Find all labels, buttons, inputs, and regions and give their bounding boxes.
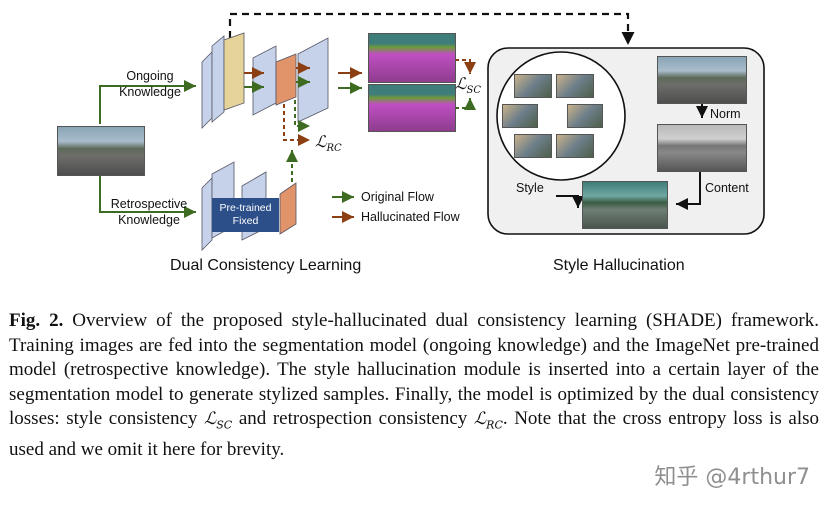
ongoing-layer-3	[297, 37, 329, 123]
style-arrow	[556, 195, 584, 208]
input-to-retro-arrow	[99, 176, 196, 218]
caption-text-3: . Note that the cross entropy loss is al…	[9, 408, 820, 460]
legend-hallucinated-label: Hallucinated Flow	[361, 210, 460, 224]
loss-rc-label: ℒRC	[315, 132, 342, 155]
seg-top-to-lsc	[455, 59, 476, 74]
pretrained-fixed-box: Pre-trained Fixed	[212, 198, 279, 232]
ongoing-layer-2	[252, 45, 297, 116]
style-thumb-4	[567, 104, 603, 128]
caption-text-1: Overview of the proposed style-hallucina…	[9, 310, 819, 429]
caption-fig-label: Fig. 2.	[9, 310, 64, 331]
norm-label: Norm	[710, 107, 741, 121]
dual-consistency-title: Dual Consistency Learning	[170, 257, 362, 274]
caption-text-2: and retrospection consistency	[232, 408, 474, 429]
ongoing-layer-1	[201, 32, 245, 129]
style-thumb-5	[514, 134, 552, 158]
caption-math-sc: ℒSC	[204, 409, 233, 432]
content-label: Content	[705, 181, 749, 195]
content-arrow	[676, 172, 701, 210]
retro-layer-3	[279, 182, 297, 235]
legend-original-label: Original Flow	[361, 190, 434, 204]
ongoing-orig-to-lrc	[294, 100, 310, 132]
content-image	[657, 56, 747, 104]
normalized-image	[657, 124, 747, 172]
input-to-ongoing-arrow	[99, 80, 196, 124]
figure-caption: Fig. 2. Overview of the proposed style-h…	[9, 309, 819, 462]
seg-bottom-to-lsc	[455, 98, 476, 110]
segmentation-output-top	[368, 33, 456, 83]
loss-sc-label: ℒSC	[455, 74, 482, 97]
stylized-output-image	[582, 181, 668, 229]
input-image	[57, 126, 145, 176]
style-label: Style	[516, 181, 544, 195]
ongoing-hallu-to-lrc	[283, 104, 310, 146]
caption-math-rc: ℒRC	[473, 409, 503, 432]
segmentation-output-bottom	[368, 84, 456, 132]
style-thumb-1	[514, 74, 552, 98]
style-hallucination-title: Style Hallucination	[553, 257, 685, 274]
watermark: 知乎 @4rthur7	[654, 465, 810, 490]
style-thumb-6	[556, 134, 594, 158]
style-thumb-2	[556, 74, 594, 98]
style-thumb-3	[502, 104, 538, 128]
style-hallucination-link	[228, 12, 635, 45]
